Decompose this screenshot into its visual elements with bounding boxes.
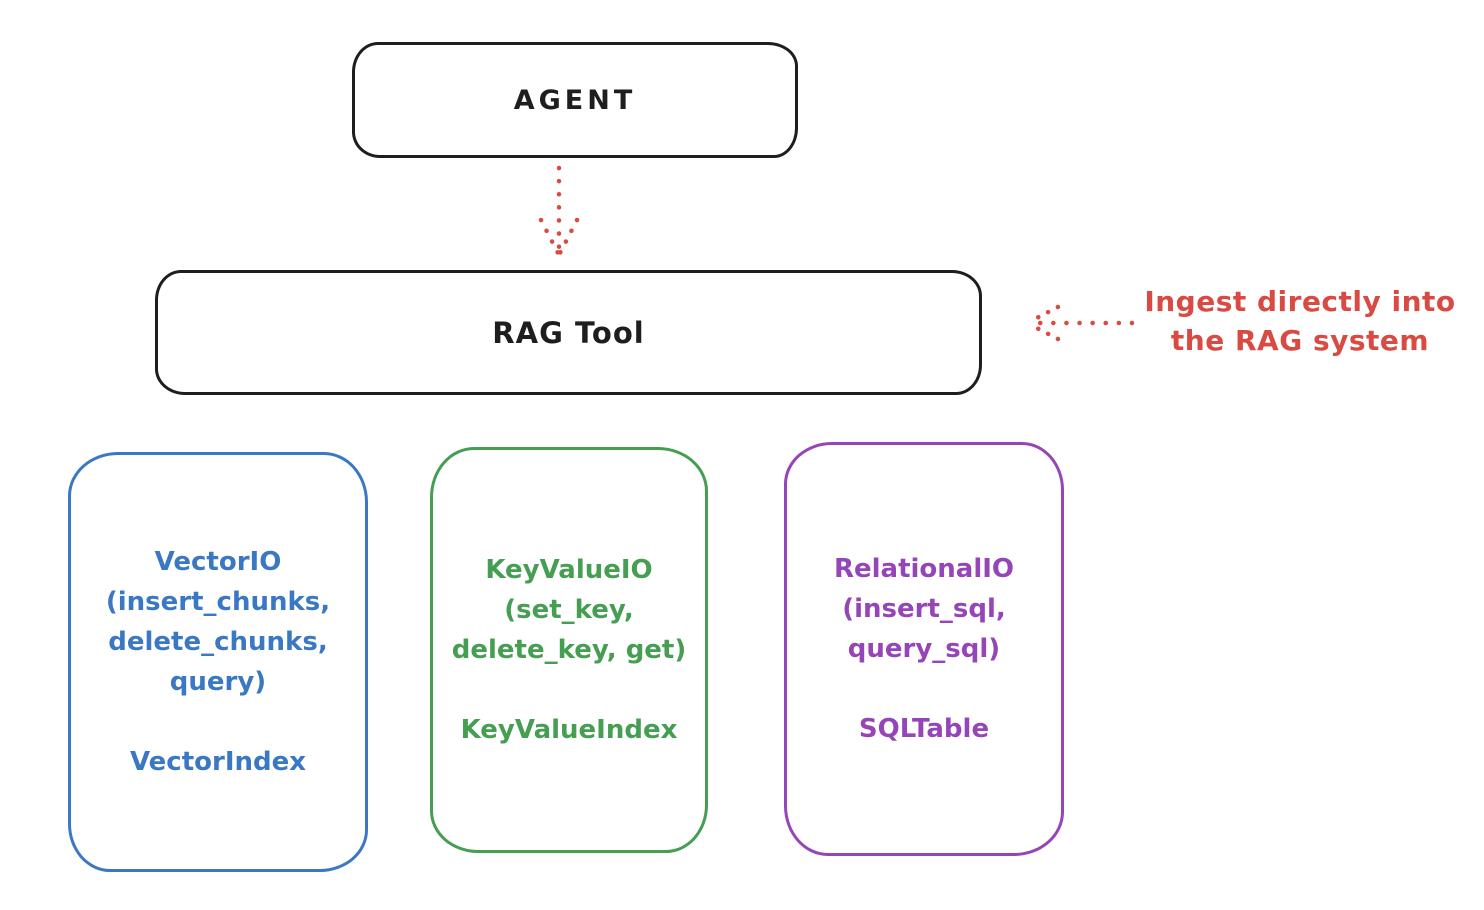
relational-io-line: RelationalIO [833,554,1015,584]
key-value-io-line: KeyValueIO [485,555,653,585]
key-value-io-line: (set_key, [504,595,634,625]
agent-label: AGENT [513,84,637,116]
vector-io-line: VectorIO [154,547,282,577]
relational-io-card[interactable]: RelationalIO (insert_sql, query_sql) SQL… [784,442,1064,856]
key-value-index-label: KeyValueIndex [460,715,678,745]
key-value-io-lines: KeyValueIO (set_key, delete_key, get) [452,550,687,670]
vector-io-line: delete_chunks, [108,627,328,657]
rag-tool-node[interactable]: RAG Tool [155,270,982,395]
key-value-io-line: delete_key, get) [451,635,687,665]
ingest-annotation-line2: the RAG system [1170,324,1430,357]
rag-tool-label: RAG Tool [492,315,645,350]
agent-to-rag-dotted-arrow[interactable] [515,160,603,264]
vector-io-line: (insert_chunks, [105,587,331,617]
relational-io-lines: RelationalIO (insert_sql, query_sql) [834,549,1014,669]
vector-io-card[interactable]: VectorIO (insert_chunks, delete_chunks, … [68,452,368,872]
vector-io-lines: VectorIO (insert_chunks, delete_chunks, … [106,542,330,702]
vector-index-label: VectorIndex [129,747,307,777]
vector-io-line: query) [169,667,267,697]
key-value-io-card[interactable]: KeyValueIO (set_key, delete_key, get) Ke… [430,447,708,853]
ingest-annotation[interactable]: Ingest directly into the RAG system [1128,282,1472,360]
agent-node[interactable]: AGENT [352,42,798,158]
sql-table-label: SQLTable [858,714,990,744]
relational-io-line: (insert_sql, [842,594,1006,624]
ingest-dotted-arrow[interactable] [1016,298,1140,348]
ingest-annotation-line1: Ingest directly into [1144,285,1456,318]
relational-io-line: query_sql) [847,634,1001,664]
